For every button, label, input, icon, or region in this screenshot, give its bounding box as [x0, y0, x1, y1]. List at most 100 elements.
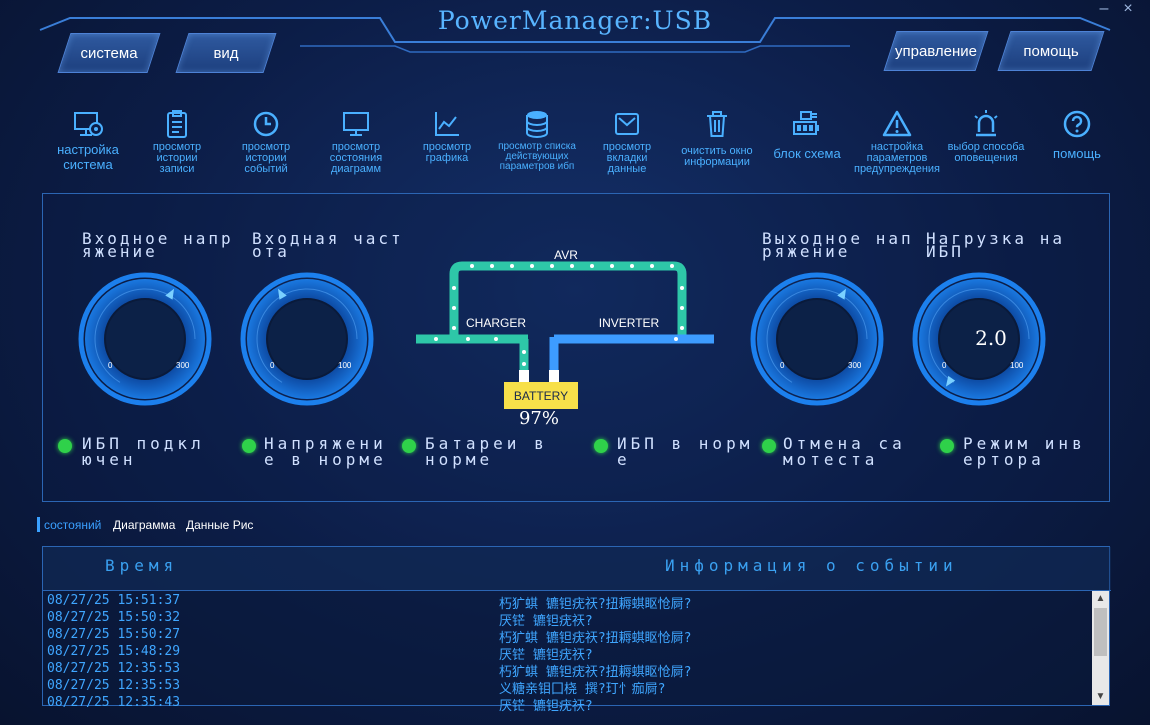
tool-label: просмотр истории записи [152, 141, 202, 175]
tool-notification-method[interactable]: выбор способа оповещения [944, 108, 1028, 164]
status-led [940, 439, 954, 453]
gauge-ring [912, 272, 1046, 406]
tab-data-figure[interactable]: Данные Рис [186, 518, 254, 532]
status-led [402, 439, 416, 453]
status-led [594, 439, 608, 453]
column-header-info: Информация о событии [665, 556, 958, 575]
event-info: 朽犷蜞 镳钽疣祆?扭耨蜞眍怆屙? [499, 631, 692, 646]
gauge-pointer [165, 288, 174, 300]
close-button[interactable]: × [1123, 0, 1133, 17]
menu-help-button[interactable]: помощь [1004, 31, 1098, 71]
tool-record-history[interactable]: просмотр истории записи [142, 108, 212, 175]
tool-graph[interactable]: просмотр графика [412, 108, 482, 164]
gauge-input-frequency: 0 100 [240, 272, 374, 406]
table-row[interactable]: 08/27/25 15:50:27 朽犷蜞 镳钽疣祆?扭耨蜞眍怆屙? [43, 627, 1093, 646]
gauge-max-label: 100 [1010, 361, 1024, 370]
menu-view-button[interactable]: вид [182, 33, 270, 73]
tool-label: просмотр вкладки данные [602, 141, 652, 175]
gauge-min-label: 0 [108, 361, 113, 370]
event-table-header: Время Информация о событии [43, 547, 1111, 591]
gauge-scale [766, 288, 868, 383]
battery-level: 97% [518, 408, 559, 429]
gauge-min-label: 0 [780, 361, 785, 370]
tool-ups-parameters[interactable]: просмотр списка действующих параметров и… [490, 108, 584, 172]
scroll-thumb[interactable] [1094, 608, 1107, 656]
scrollbar[interactable]: ▲ ▼ [1092, 591, 1109, 705]
flow-label-battery: BATTERY [514, 389, 568, 403]
power-flow-diagram: AVR CHARGER INVERTER BATTERY [416, 248, 714, 409]
scroll-up-arrow-icon[interactable]: ▲ [1095, 593, 1106, 604]
status-led [762, 439, 776, 453]
event-time: 08/27/25 15:50:32 [47, 610, 181, 625]
minimize-button[interactable]: – [1099, 0, 1109, 17]
event-info: 义糖亲钼囗桡 撰?玎忄痂屙? [499, 682, 666, 697]
gauge-pointer [945, 375, 956, 387]
event-time: 08/27/25 15:48:29 [47, 644, 181, 659]
gauge-ring [240, 272, 374, 406]
gauge-ring [750, 272, 884, 406]
gauge-scale [928, 288, 1030, 383]
tool-label: просмотр графика [422, 141, 472, 164]
gauge-max-label: 100 [338, 361, 352, 370]
status-led [58, 439, 72, 453]
tool-label: просмотр списка действующих параметров и… [498, 141, 576, 172]
monitor-icon [343, 112, 369, 136]
status-voltage-normal: Напряжени е в норме [264, 434, 387, 469]
tool-label: просмотр истории событий [241, 141, 291, 175]
flow-label-avr: AVR [554, 248, 578, 262]
gauge-title-output-voltage: Выходное нап ряжение [762, 229, 914, 261]
tool-data-tab[interactable]: просмотр вкладки данные [592, 108, 662, 175]
status-ups-connected: ИБП подкл ючен [82, 434, 205, 469]
gauge-min-label: 0 [942, 361, 947, 370]
event-info: 厌铓 镳钽疣祆? [499, 648, 593, 663]
tool-block-diagram[interactable]: блок схема [766, 108, 848, 161]
gauge-min-label: 0 [270, 361, 275, 370]
event-info: 厌铓 镳钽疣祆? [499, 614, 593, 629]
event-time: 08/27/25 15:50:27 [47, 627, 181, 642]
tool-label: помощь [1053, 146, 1101, 161]
gauge-pointer [278, 288, 287, 300]
tool-warning-settings[interactable]: настройка параметров предупреждения [852, 108, 942, 175]
title-frame [39, 17, 1111, 53]
event-time: 08/27/25 12:35:53 [47, 661, 181, 676]
gauge-input-voltage: 0 300 [78, 272, 212, 406]
tool-status-diagram[interactable]: просмотр состояния диаграмм [320, 108, 392, 175]
gauge-max-label: 300 [176, 361, 190, 370]
table-row[interactable]: 08/27/25 12:35:53 朽犷蜞 镳钽疣祆?扭耨蜞眍怆屙? [43, 661, 1093, 680]
tool-label: блок схема [773, 146, 841, 161]
tool-clear-info[interactable]: очистить окно информации [672, 108, 762, 168]
gauge-title-input-voltage: Входное напр яжение [82, 229, 234, 261]
status-battery-normal: Батареи в норме [425, 434, 548, 469]
question-icon [1063, 110, 1091, 138]
scroll-down-arrow-icon[interactable]: ▼ [1095, 691, 1106, 702]
line-chart-icon [435, 112, 459, 136]
gauge-hub [266, 298, 348, 380]
event-info: 朽犷蜞 镳钽疣祆?扭耨蜞眍怆屙? [499, 665, 692, 680]
clock-icon [253, 111, 279, 137]
gauge-ring [78, 272, 212, 406]
clipboard-icon [167, 110, 187, 138]
event-time: 08/27/25 15:51:37 [47, 593, 181, 608]
menu-control-label: управление [894, 42, 978, 60]
tab-status[interactable]: состояний [44, 518, 102, 532]
menu-system-button[interactable]: система [64, 33, 154, 73]
tab-diagram[interactable]: Диаграмма [113, 518, 176, 532]
mail-icon [615, 113, 639, 135]
tool-system-settings[interactable]: настройка система [52, 108, 124, 172]
menu-help-label: помощь [1023, 42, 1079, 60]
tool-event-history[interactable]: просмотр истории событий [232, 108, 300, 175]
trash-icon [707, 111, 727, 137]
table-row[interactable]: 08/27/25 15:48:29 厌铓 镳钽疣祆? [43, 644, 1093, 663]
tool-help[interactable]: помощь [1042, 108, 1112, 161]
event-time: 08/27/25 12:35:53 [47, 678, 181, 693]
table-row[interactable]: 08/27/25 12:35:53 义糖亲钼囗桡 撰?玎忄痂屙? [43, 678, 1093, 697]
gauge-pointer [837, 288, 846, 300]
table-row[interactable]: 08/27/25 15:50:32 厌铓 镳钽疣祆? [43, 610, 1093, 629]
tool-label: просмотр состояния диаграмм [329, 141, 383, 175]
menu-control-button[interactable]: управление [890, 31, 982, 71]
gauge-title-input-frequency: Входная част ота [252, 229, 404, 261]
gauge-hub [104, 298, 186, 380]
gauge-value: 2.0 [975, 326, 1007, 350]
